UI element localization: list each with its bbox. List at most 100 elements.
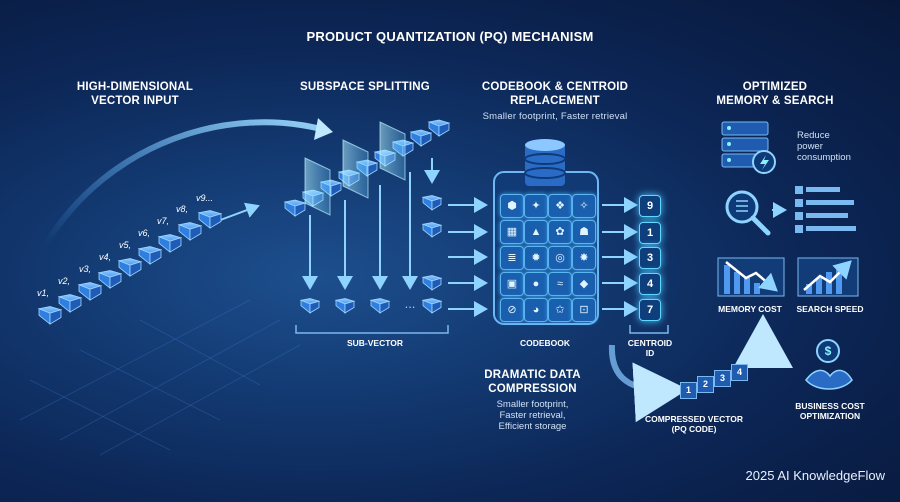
centroid-label-line2: ID	[645, 348, 655, 358]
centroid-label-line1: CENTROID	[627, 338, 673, 348]
codebook-cell: ❖	[548, 194, 572, 218]
brand-footer: 2025 AI KnowledgeFlow	[745, 468, 885, 483]
centroid-id-4: 4	[639, 273, 661, 295]
layers-icon: ≣	[507, 252, 517, 264]
compressed-vector-label: COMPRESSED VECTOR (PQ CODE)	[628, 414, 760, 434]
vector-label-v7: v7,	[157, 216, 170, 226]
centroid-id-5: 7	[639, 299, 661, 321]
vector-label-v8: v8,	[176, 204, 189, 214]
codebook-cell: ✩	[548, 298, 572, 322]
codebook-subtitle: Smaller footprint, Faster retrieval	[482, 111, 628, 122]
vector-label-v1: v1,	[37, 288, 50, 298]
business-line1: BUSINESS COST	[795, 401, 865, 411]
power-text: Reduce power consumption	[797, 130, 877, 163]
codebook-cell: ▲	[524, 220, 548, 244]
flow-arc-head	[314, 118, 333, 140]
svg-text:$: $	[825, 344, 832, 358]
vector-label-v6: v6,	[138, 228, 151, 238]
compression-curve-arrow	[608, 344, 688, 423]
floor-grid	[19, 299, 301, 456]
sub-vector-label: SUB-VECTOR	[346, 338, 404, 348]
centroid-id-1: 9	[639, 195, 661, 217]
business-cost-label: BUSINESS COST OPTIMIZATION	[785, 401, 875, 421]
business-cost-icon: $	[805, 339, 853, 390]
codebook-cell: ✸	[572, 246, 596, 270]
pq-code-cell-4: 4	[731, 364, 748, 381]
codebook-cell: ◎	[548, 246, 572, 270]
centroid-id-label: CENTROID ID	[615, 338, 685, 358]
compression-desc-line1: Smaller footprint,	[496, 399, 569, 410]
diamond-cluster-icon: ❖	[555, 200, 565, 212]
memory-cost-chart-icon	[717, 257, 785, 297]
star-outline-icon: ✩	[555, 304, 565, 316]
vector-label-v2: v2,	[58, 276, 71, 286]
search-speed-label: SEARCH SPEED	[796, 304, 864, 314]
memory-cost-label: MEMORY COST	[718, 304, 782, 314]
diamond-icon: ◆	[579, 278, 589, 290]
circle-icon: ●	[532, 278, 540, 290]
split-planes	[304, 121, 406, 216]
grid-icon: ▦	[506, 226, 518, 238]
codebook-cell: ⊡	[572, 298, 596, 322]
input-title-line1: HIGH-DIMENSIONAL	[76, 81, 194, 93]
power-line2: power	[797, 141, 823, 152]
optimized-title-line1: OPTIMIZED	[742, 81, 808, 93]
pie-icon: ◕	[532, 304, 540, 316]
pq-code-cell-1: 1	[680, 382, 697, 399]
power-line1: Reduce	[797, 130, 830, 141]
codebook-cell: ⬢	[500, 194, 524, 218]
flower-icon: ✿	[555, 226, 565, 238]
compression-desc-line3: Efficient storage	[498, 421, 567, 432]
codebook-cell: ☗	[572, 220, 596, 244]
wave-icon: ≈	[556, 278, 564, 290]
star-icon: ✧	[579, 200, 589, 212]
to-codebook-arrows	[448, 197, 488, 317]
codebook-cell: ✦	[524, 194, 548, 218]
codebook-cell: ◕	[524, 298, 548, 322]
diagram-title: PRODUCT QUANTIZATION (PQ) MECHANISM	[306, 29, 594, 44]
compression-title-line2: COMPRESSION	[488, 383, 577, 395]
robot-icon: ☗	[579, 226, 589, 238]
codebook-cell: ⊘	[500, 298, 524, 322]
business-line2: OPTIMIZATION	[799, 411, 861, 421]
centroid-id-2: 1	[639, 222, 661, 244]
centroid-bracket	[629, 325, 669, 334]
ring-icon: ◎	[555, 252, 565, 264]
sub-vector-ellipsis: ...	[404, 296, 416, 311]
compressed-label-line2: (PQ CODE)	[671, 424, 717, 434]
vector-label-v5: v5,	[119, 240, 132, 250]
split-section-title: SUBSPACE SPLITTING	[300, 81, 430, 93]
triangle-icon: ▲	[530, 226, 542, 238]
pq-code-cell-2: 2	[697, 376, 714, 393]
sub-vector-column	[421, 195, 443, 291]
codebook-cell: ◆	[572, 272, 596, 296]
optimized-title-line2: MEMORY & SEARCH	[716, 95, 834, 107]
input-title-line2: VECTOR INPUT	[91, 95, 179, 107]
codebook-section-title: CODEBOOK & CENTROID REPLACEMENT Smaller …	[475, 80, 635, 122]
sun-icon: ✹	[531, 252, 541, 264]
compression-title-line1: DRAMATIC DATA	[484, 369, 581, 381]
codebook-cell: ●	[524, 272, 548, 296]
centroid-id-3: 3	[639, 247, 661, 269]
dot-square-icon: ⊡	[579, 304, 589, 316]
input-flow-arrow	[214, 202, 260, 223]
burst-icon: ✸	[579, 252, 589, 264]
codebook-title-line2: REPLACEMENT	[510, 95, 600, 107]
sub-vector-bracket	[295, 325, 449, 334]
search-speed-chart-icon	[797, 257, 859, 297]
slash-circle-icon: ⊘	[507, 304, 517, 316]
compression-desc-line2: Faster retrieval,	[499, 410, 566, 421]
power-line3: consumption	[797, 152, 851, 163]
square-icon: ▣	[506, 278, 518, 290]
vector-label-v3: v3,	[79, 264, 92, 274]
codebook-cell: ✿	[548, 220, 572, 244]
codebook-cell: ≣	[500, 246, 524, 270]
codebook-cell: ▣	[500, 272, 524, 296]
to-centroid-arrows	[602, 197, 638, 317]
flow-arc-arrow	[42, 119, 328, 248]
codebook-title-line1: CODEBOOK & CENTROID	[481, 81, 629, 93]
sparkle-icon: ✦	[531, 200, 541, 212]
codebook-cell: ✧	[572, 194, 596, 218]
